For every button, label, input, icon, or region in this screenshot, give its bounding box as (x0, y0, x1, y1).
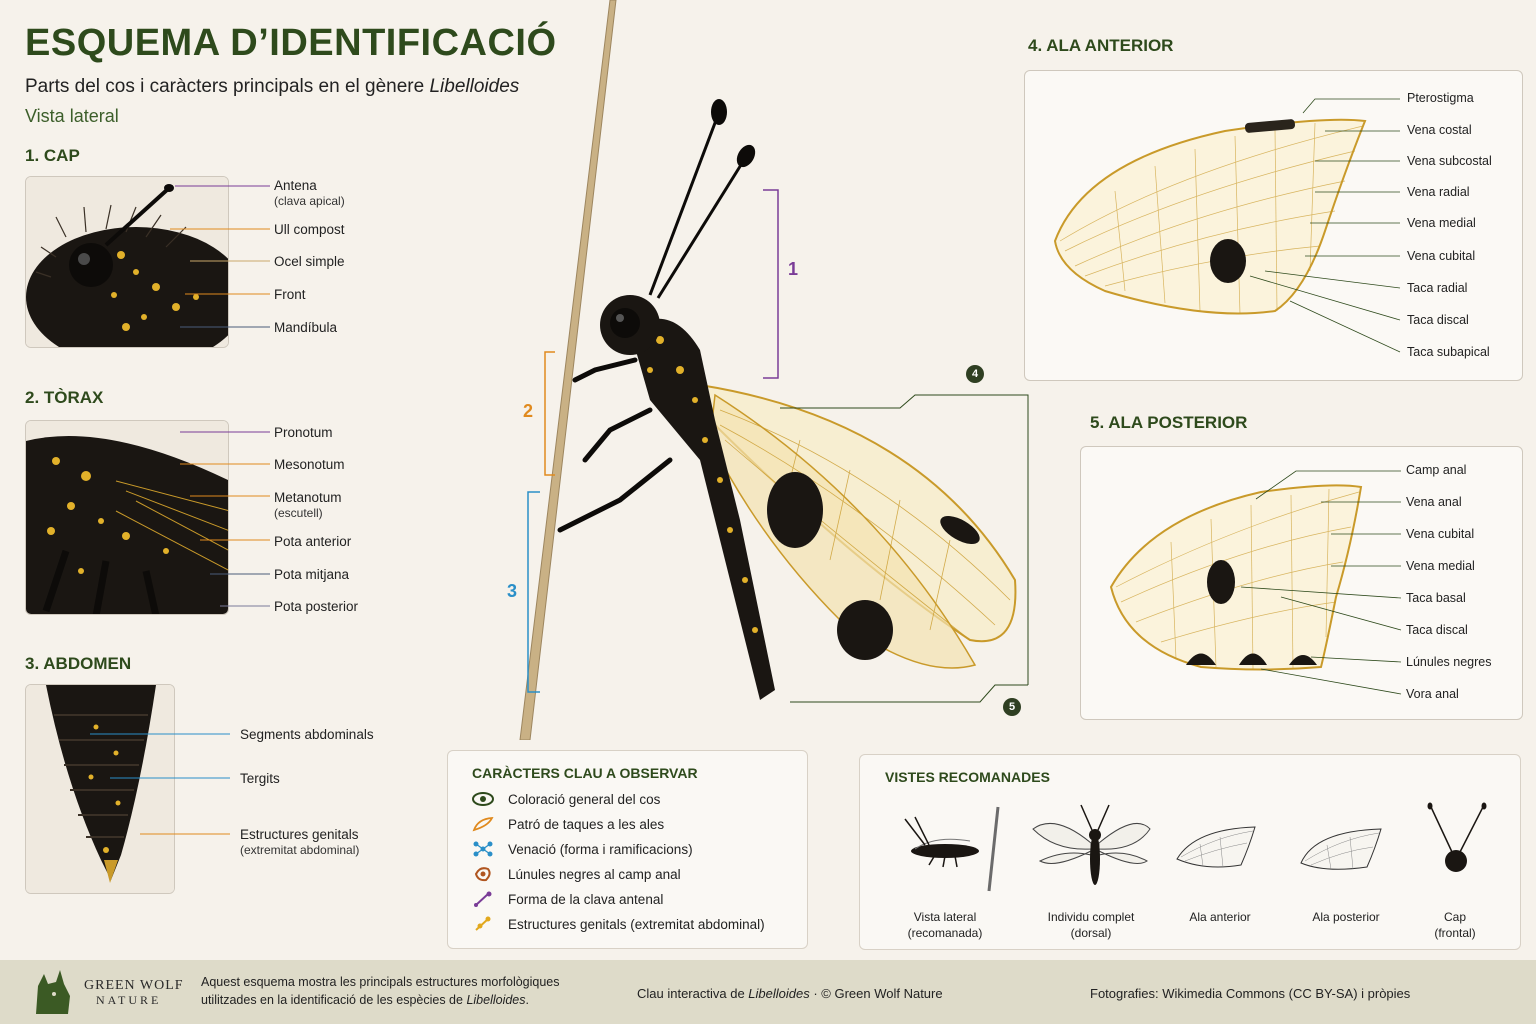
thumb-head-frontal (1427, 802, 1487, 872)
aa-label-8: Taca subapical (1407, 345, 1490, 359)
wing-icon (472, 816, 494, 832)
ap-label-3: Vena medial (1406, 559, 1475, 573)
torax-label-pota-anterior: Pota anterior (274, 534, 352, 549)
recommended-views-box: VISTES RECOMANADES (859, 754, 1521, 950)
lunule-icon (472, 866, 494, 882)
antenna-club-icon (472, 891, 494, 907)
abdomen-leader-lines (90, 733, 230, 835)
footer-center: Clau interactiva de Libelloides · © Gree… (637, 986, 943, 1001)
thumb-forewing (1176, 826, 1256, 868)
cap-label-ull: Ull compost (274, 222, 345, 237)
subtitle-genus: Libelloides (429, 76, 520, 97)
rv-label-dorsal: Individu complet(dorsal) (1047, 910, 1135, 941)
cap-photo-panel (25, 176, 229, 348)
thumb-hindwing (1300, 828, 1382, 870)
thumb-dorsal (1032, 804, 1151, 885)
recommended-views-heading: VISTES RECOMANADES (885, 769, 1050, 785)
wing-badge-5: 5 (1003, 698, 1021, 716)
cap-label-front: Front (274, 287, 306, 302)
cap-label-ocel: Ocel simple (274, 254, 345, 269)
rv-label-lateral: Vista lateral(recomanada) (907, 910, 983, 941)
ap-label-6: Lúnules negres (1406, 655, 1492, 669)
aa-label-1: Vena costal (1407, 123, 1472, 137)
key-characters-box: CARÀCTERS CLAU A OBSERVAR Coloració gene… (447, 750, 808, 949)
wolf-logo-icon (36, 970, 70, 1014)
footer-desc-line1: Aquest esquema mostra les principals est… (201, 975, 560, 989)
abdomen-label-segments: Segments abdominals (240, 727, 374, 742)
ala-posterior-panel (1080, 446, 1523, 720)
rv-label-head: Cap(frontal) (1434, 910, 1476, 941)
torax-photo-panel (25, 420, 229, 615)
ala-posterior-heading: 5. ALA POSTERIOR (1090, 413, 1248, 432)
footer-desc-line2: utilitzades en la identificació de les e… (201, 993, 529, 1007)
abdomen-label-tergits: Tergits (240, 771, 280, 786)
ala-anterior-heading: 4. ALA ANTERIOR (1028, 36, 1174, 55)
key-char-row: Patró de taques a les ales (472, 816, 664, 832)
abdomen-label-genitals: Estructures genitals(extremitat abdomina… (240, 827, 360, 858)
head-illustration (26, 177, 228, 347)
aa-label-2: Vena subcostal (1407, 154, 1492, 168)
ap-label-2: Vena cubital (1406, 527, 1475, 541)
torax-label-pota-posterior: Pota posterior (274, 599, 359, 614)
cap-heading: 1. CAP (25, 146, 80, 165)
page-subtitle: Parts del cos i caràcters principals en … (25, 76, 519, 98)
wing-badge-4: 4 (966, 365, 984, 383)
rv-label-hindwing: Ala posterior (1312, 910, 1380, 924)
key-char-row: Estructures genitals (extremitat abdomin… (472, 916, 765, 932)
torax-leader-lines (180, 431, 270, 607)
ap-label-1: Vena anal (1406, 495, 1462, 509)
aa-label-4: Vena medial (1407, 216, 1476, 230)
abdomen-heading: 3. ABDOMEN (25, 654, 132, 673)
torax-label-pota-mitjana: Pota mitjana (274, 567, 350, 582)
torax-label-pronotum: Pronotum (274, 425, 333, 440)
ap-label-0: Camp anal (1406, 463, 1467, 477)
subtitle-text: Parts del cos i caràcters principals en … (25, 76, 430, 97)
brand-line-2: NATURE (96, 993, 162, 1007)
ap-label-7: Vora anal (1406, 687, 1459, 701)
aa-label-0: Pterostigma (1407, 91, 1474, 105)
genital-icon (472, 916, 494, 932)
page-title: ESQUEMA D’IDENTIFICACIÓ (25, 22, 557, 64)
bracket-number-1: 1 (788, 259, 799, 279)
torax-label-metanotum: Metanotum(escutell) (274, 490, 342, 521)
network-icon (472, 841, 494, 857)
key-characters-heading: CARÀCTERS CLAU A OBSERVAR (472, 765, 698, 781)
ala-anterior-panel (1024, 70, 1523, 381)
bracket-number-2: 2 (523, 401, 534, 421)
torax-heading: 2. TÒRAX (25, 388, 104, 407)
hindwing-illustration (1109, 470, 1402, 695)
cap-label-antena: Antena(clava apical) (274, 178, 345, 209)
thumb-lateral (904, 806, 1000, 892)
aa-label-6: Taca radial (1407, 281, 1468, 295)
forewing-illustration (1053, 98, 1401, 353)
footer-credits: Fotografies: Wikimedia Commons (CC BY-SA… (1090, 986, 1411, 1001)
cap-label-mandibula: Mandíbula (274, 320, 338, 335)
eye-icon (472, 791, 494, 807)
aa-label-3: Vena radial (1407, 185, 1470, 199)
aa-label-7: Taca discal (1407, 313, 1469, 327)
main-insect-illustration (519, 0, 1029, 740)
bracket-number-3: 3 (507, 581, 518, 601)
torax-label-mesonotum: Mesonotum (274, 457, 345, 472)
key-char-row: Lúnules negres al camp anal (472, 866, 681, 882)
key-char-row: Venació (forma i ramificacions) (472, 841, 693, 857)
rv-label-forewing: Ala anterior (1189, 910, 1251, 924)
view-label: Vista lateral (25, 106, 119, 126)
key-char-row: Forma de la clava antenal (472, 891, 663, 907)
ap-label-4: Taca basal (1406, 591, 1466, 605)
aa-label-5: Vena cubital (1407, 249, 1476, 263)
key-char-row: Coloració general del cos (472, 791, 660, 807)
footer: GREEN WOLF NATURE Aquest esquema mostra … (0, 960, 1536, 1024)
forewing-shape (698, 383, 1017, 669)
recommended-views-thumbnails (904, 802, 1487, 892)
cap-leader-lines (170, 185, 270, 328)
ap-label-5: Taca discal (1406, 623, 1468, 637)
thorax-illustration (26, 421, 228, 614)
brand-line-1: GREEN WOLF (84, 978, 184, 993)
